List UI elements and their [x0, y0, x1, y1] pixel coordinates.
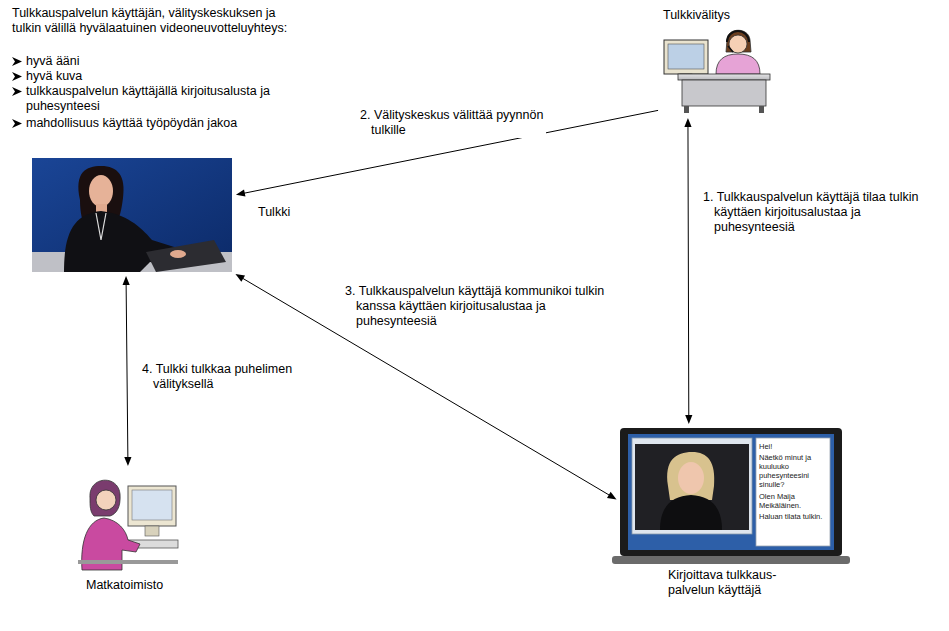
arrow-head: [124, 457, 131, 466]
node-caption: Tulkki: [258, 205, 290, 220]
step-label: 4. Tulkki tulkkaa puhelimen välityksellä: [142, 362, 353, 392]
screen-chat-text: Näetkö minut ja kuuluuko puhesynteesini …: [759, 453, 827, 489]
bullet-item: tulkkauspalvelun käyttäjällä kirjoitusal…: [26, 84, 311, 114]
bullet-item: mahdollisuus käyttää työpöydän jakoa: [26, 116, 311, 131]
arrow-head: [684, 118, 691, 127]
step-label: 1. Tulkkauspalvelun käyttäjä tilaa tulki…: [703, 190, 929, 235]
arrow-head: [123, 276, 130, 285]
node-caption: Tulkkivälitys: [663, 8, 730, 23]
step-label: 3. Tulkkauspalvelun käyttäjä kommunikoi …: [345, 284, 606, 329]
travel-agency-node: Matkatoimisto: [76, 470, 180, 572]
arrow-head: [236, 190, 246, 197]
dispatch-center-node: Tulkkivälitys: [662, 26, 770, 114]
user-laptop-photo: [612, 428, 850, 564]
step-label: 2. Välityskeskus välittää pyynnön tulkil…: [360, 108, 546, 138]
interpreter-photo: [32, 158, 232, 272]
connector-line: [126, 284, 128, 458]
arrow-head: [607, 492, 617, 500]
connector-line: [687, 126, 689, 416]
travel-agent-clipart: [78, 480, 178, 570]
connector-arrow: [684, 118, 692, 424]
screen-chat-text: Hei!: [759, 442, 827, 451]
dispatcher-clipart: [664, 30, 770, 113]
node-caption: Kirjoittava tulkkaus- palvelun käyttäjä: [668, 568, 803, 598]
interpreter-node: Tulkki: [32, 158, 232, 272]
user-node: Kirjoittava tulkkaus- palvelun käyttäjä: [620, 428, 842, 564]
connector-arrow: [123, 276, 132, 466]
intro-text: Tulkkauspalvelun käyttäjän, välityskesku…: [12, 6, 292, 36]
screen-chat-text: Haluan tilata tulkin.: [759, 512, 827, 521]
bullet-item: hyvä ääni: [26, 54, 296, 69]
arrow-head: [235, 274, 245, 282]
bullet-markers: [12, 57, 22, 128]
arrow-head: [685, 415, 692, 424]
screen-chat-text: Olen Maija Meikäläinen.: [759, 492, 827, 510]
node-caption: Matkatoimisto: [86, 578, 163, 593]
bullet-item: hyvä kuva: [26, 69, 296, 84]
